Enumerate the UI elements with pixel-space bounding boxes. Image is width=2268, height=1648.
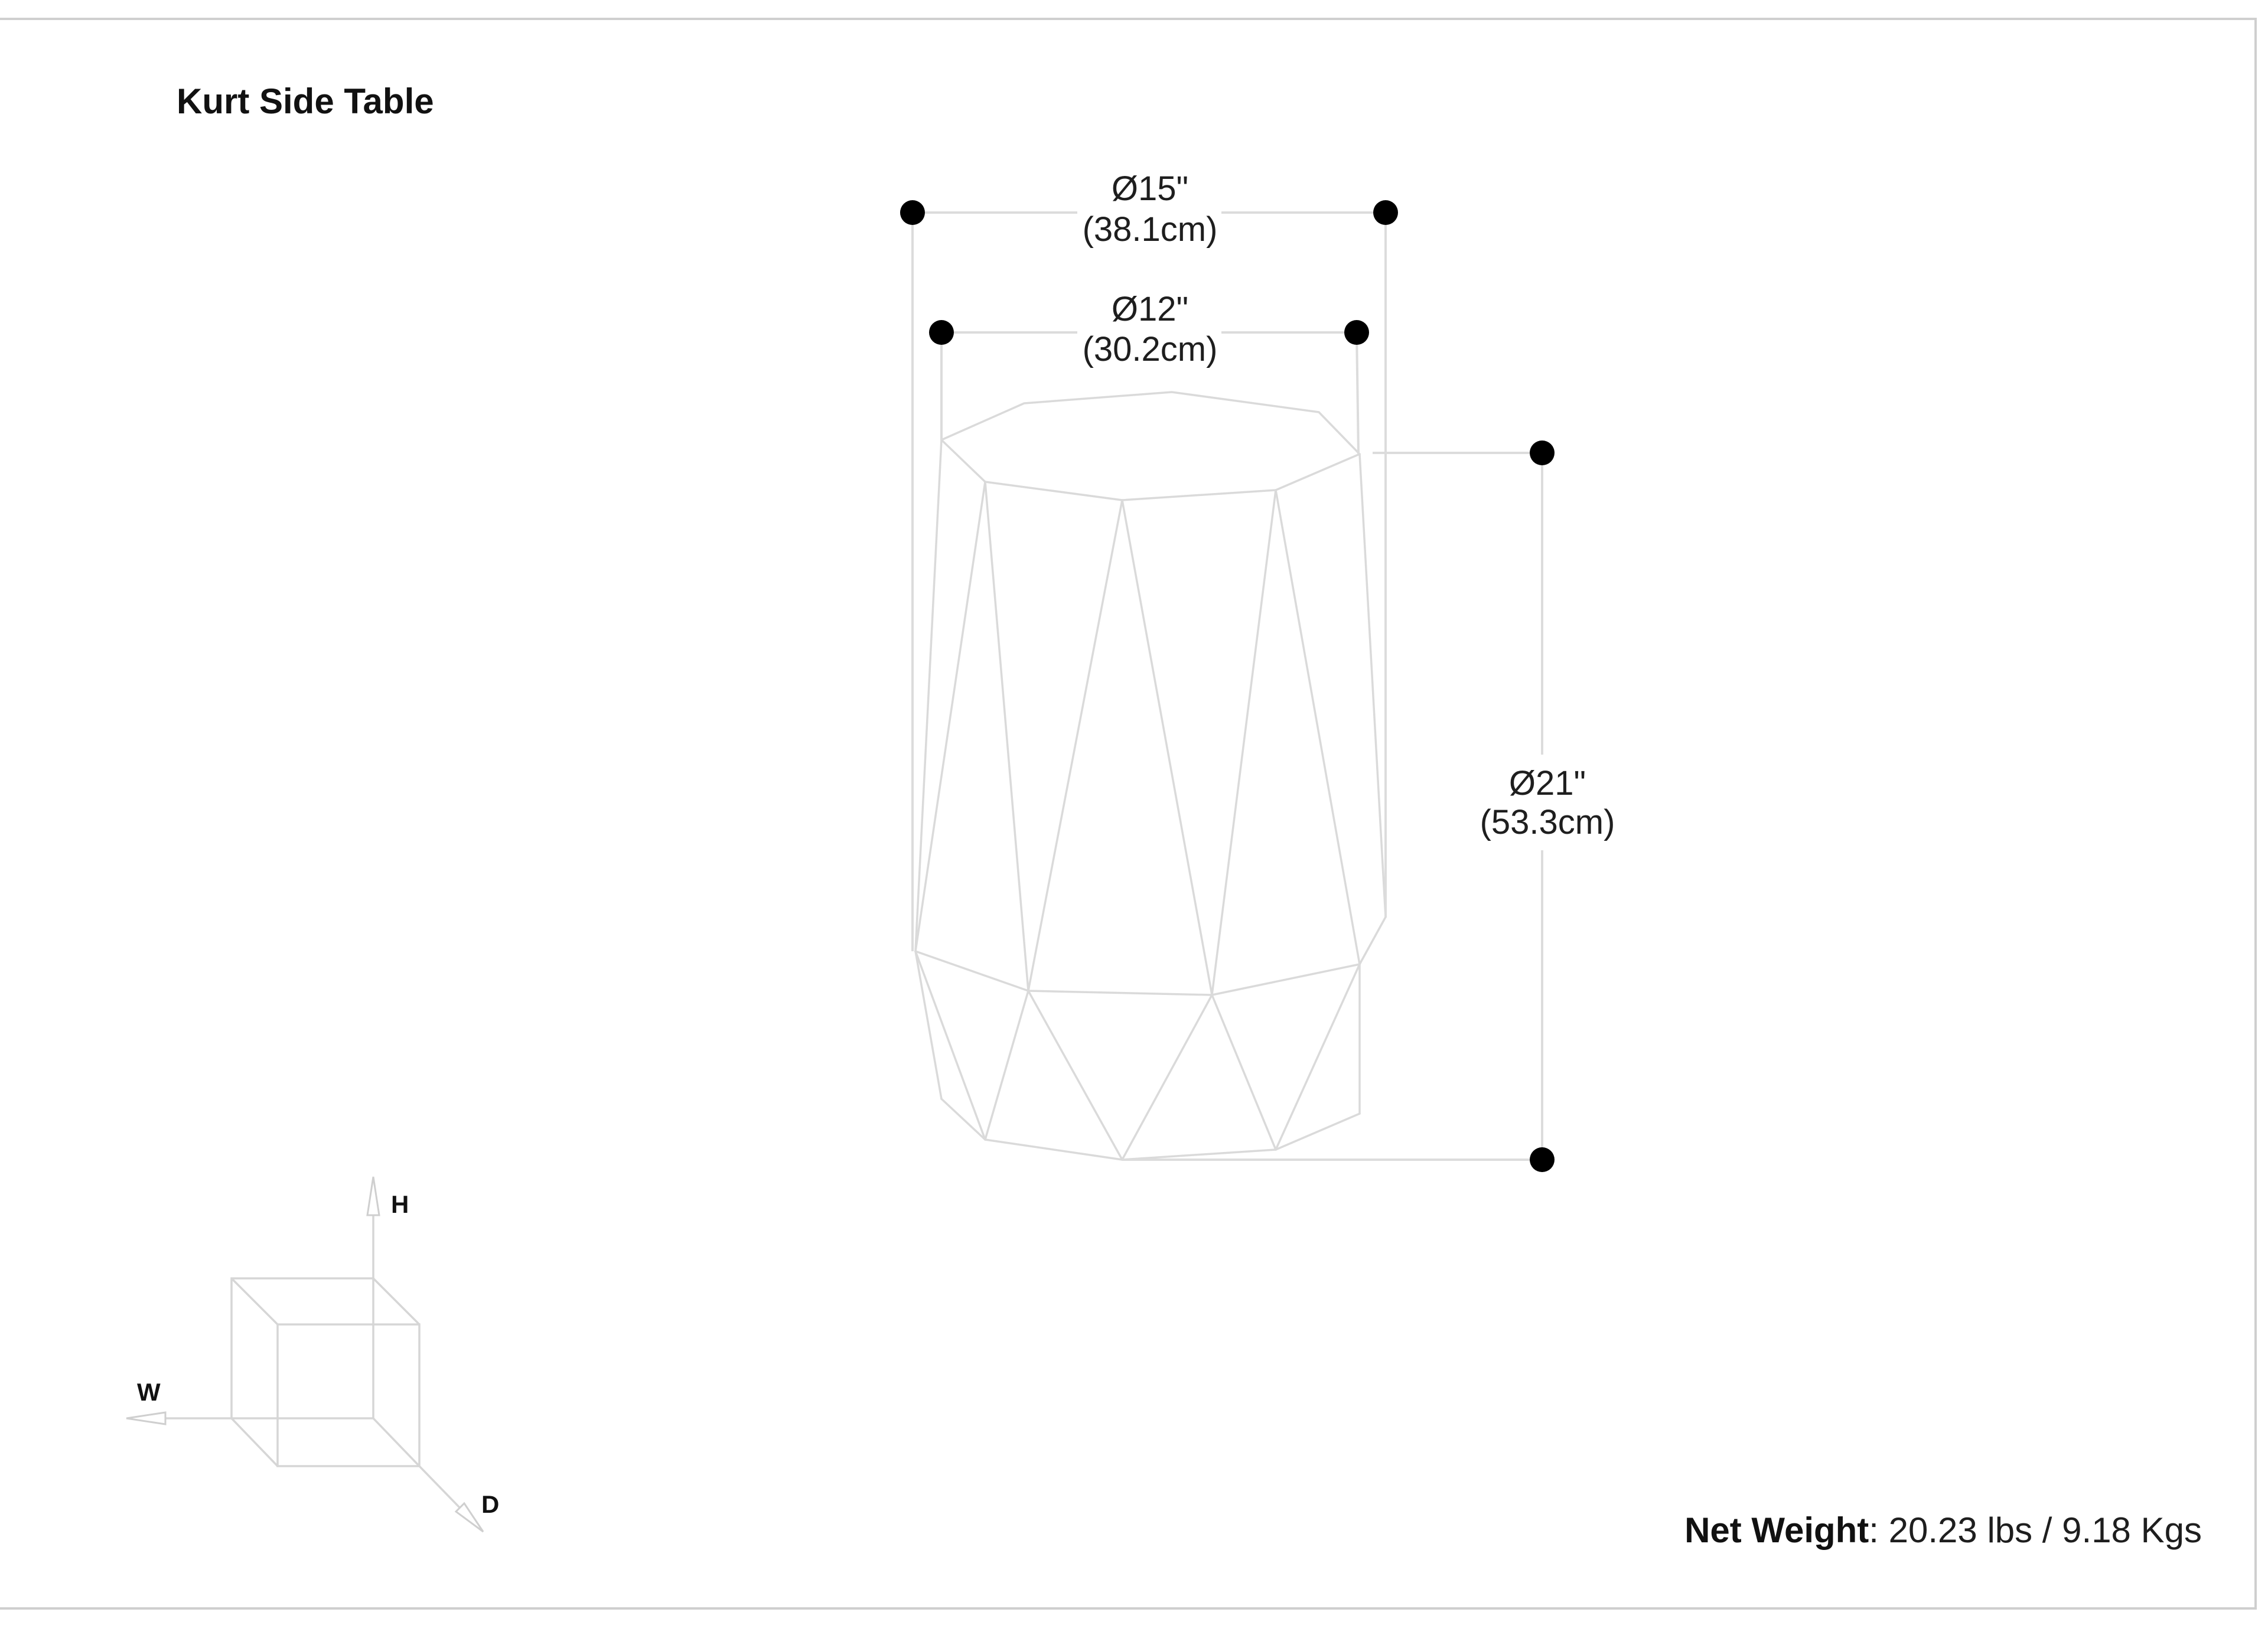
- facet-edge: [984, 990, 1029, 1141]
- dimension-endpoint-dot: [1530, 1147, 1555, 1172]
- facet-edge: [1027, 499, 1123, 992]
- dimension-imperial: Ø21": [1509, 764, 1586, 802]
- page-frame: [0, 18, 2257, 1610]
- arrow-down-right-icon: [454, 1502, 484, 1533]
- arrow-up-icon: [366, 1176, 380, 1216]
- dimension-metric: (30.2cm): [1083, 330, 1218, 368]
- facet-edge: [1027, 990, 1123, 1161]
- table-mid-ring: [914, 916, 1387, 996]
- dimension-height: Ø21" (53.3cm): [1122, 440, 1615, 1172]
- facet-edge: [914, 481, 986, 952]
- table-top-octagon: [940, 391, 1361, 501]
- dimension-endpoint-dot: [900, 200, 925, 225]
- width-axis-label: W: [137, 1378, 161, 1406]
- cube-edge: [372, 1277, 421, 1326]
- facet-edge: [914, 950, 986, 1141]
- net-weight: Net Weight: 20.23 lbs / 9.18 Kgs: [1684, 1510, 2202, 1550]
- net-weight-value: 20.23 lbs / 9.18 Kgs: [1889, 1510, 2202, 1550]
- cube-edge: [230, 1277, 279, 1326]
- dimension-endpoint-dot: [1373, 200, 1398, 225]
- left-silhouette-upper: [914, 439, 943, 952]
- axis-orientation-cube-icon: H W D: [126, 1176, 499, 1533]
- cube-edge: [372, 1417, 421, 1467]
- facet-edge: [1211, 994, 1277, 1151]
- left-silhouette-lower: [914, 950, 943, 1100]
- dimension-endpoint-dot: [1530, 440, 1555, 465]
- net-weight-separator: :: [1869, 1510, 1888, 1550]
- height-axis-label: H: [391, 1190, 409, 1218]
- net-weight-label: Net Weight: [1684, 1510, 1869, 1550]
- depth-axis-label: D: [481, 1490, 499, 1518]
- dimension-imperial: Ø12": [1112, 290, 1188, 328]
- dimension-endpoint-dot: [929, 320, 954, 345]
- facet-edge: [1121, 499, 1213, 996]
- facet-edge: [1275, 489, 1361, 965]
- dimension-endpoint-dot: [1344, 320, 1369, 345]
- cube-edge: [230, 1417, 279, 1467]
- arrow-left-icon: [126, 1411, 167, 1425]
- facet-edge: [1211, 489, 1277, 996]
- facet-edge: [1121, 994, 1213, 1161]
- dimension-metric: (53.3cm): [1480, 803, 1615, 841]
- facet-edge: [1275, 963, 1361, 1151]
- extension-line: [1355, 332, 1360, 455]
- dimension-imperial: Ø15": [1112, 169, 1188, 208]
- side-table-wireframe: [914, 391, 1387, 1161]
- dimension-top-diameter: Ø15" (38.1cm): [900, 169, 1398, 951]
- dimension-metric: (38.1cm): [1083, 210, 1218, 249]
- facet-edge: [984, 481, 1029, 992]
- right-silhouette-upper: [1358, 453, 1387, 918]
- dimension-inner-diameter: Ø12" (30.2cm): [929, 290, 1369, 455]
- product-title: Kurt Side Table: [177, 81, 434, 121]
